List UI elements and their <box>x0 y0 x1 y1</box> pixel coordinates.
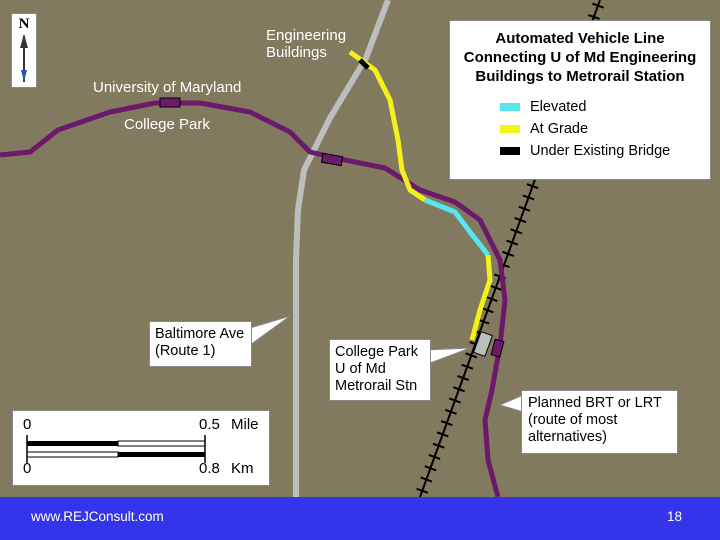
track-tie <box>416 487 429 494</box>
track-tie <box>502 250 515 257</box>
legend-item-elevated: Elevated <box>500 96 700 118</box>
track-tie <box>506 239 519 246</box>
track-tie <box>457 374 470 381</box>
route-1-road <box>293 0 391 497</box>
track-tie <box>591 2 604 9</box>
scale-km-value: 0.8 <box>199 460 220 477</box>
station-callout: College Park U of Md Metrorail Stn <box>329 339 431 401</box>
legend-item-at-grade: At Grade <box>500 118 700 140</box>
under-bridge-swatch <box>500 147 520 155</box>
scale-bar: 0 0.5 Mile 0 0.8 Km <box>12 410 270 486</box>
legend-item-under-bridge: Under Existing Bridge <box>500 140 700 162</box>
page-number: 18 <box>667 509 683 524</box>
route1-callout: Baltimore Ave (Route 1) <box>149 321 252 367</box>
elevated-segment <box>424 197 490 257</box>
brt-callout: Planned BRT or LRT (route of most altern… <box>521 390 678 454</box>
track-tie <box>436 431 449 438</box>
legend-title-line1: Automated Vehicle Line <box>495 30 665 47</box>
track-tie <box>481 307 494 314</box>
footer-bar: www.REJConsult.com 18 <box>0 497 720 540</box>
purple-line <box>0 100 508 498</box>
brt-callout-line2: (route of most <box>528 412 618 428</box>
scale-mile-zero: 0 <box>23 416 32 433</box>
under-bridge-segment <box>358 58 370 70</box>
scale-graphic <box>26 435 206 463</box>
station-callout-line1: College Park <box>335 344 419 360</box>
north-arrow-icon <box>20 34 28 82</box>
track-tie <box>510 228 523 235</box>
at-grade-swatch <box>500 125 520 133</box>
scale-mile-value: 0.5 <box>199 416 220 433</box>
track-tie <box>440 420 453 427</box>
track-tie <box>489 284 502 291</box>
north-label: N <box>18 16 30 32</box>
brt-callout-pointer <box>498 394 524 413</box>
station-callout-line2: U of Md <box>335 361 386 377</box>
scale-km-unit: Km <box>231 460 254 477</box>
track-tie <box>485 296 498 302</box>
track-tie <box>518 205 531 212</box>
legend-title: Automated Vehicle Line Connecting U of M… <box>460 29 700 86</box>
legend: Automated Vehicle Line Connecting U of M… <box>449 20 711 180</box>
elevated-swatch <box>500 103 520 111</box>
track-tie <box>461 363 474 370</box>
track-tie <box>444 408 457 415</box>
engineering-label-line1: Engineering <box>266 27 347 44</box>
route1-callout-line2: (Route 1) <box>155 343 216 359</box>
brt-callout-line3: alternatives) <box>528 429 607 445</box>
track-tie <box>428 453 441 460</box>
at-grade-segment-north <box>348 49 427 203</box>
legend-label-at-grade: At Grade <box>530 120 589 137</box>
brt-callout-line1: Planned BRT or LRT <box>528 395 662 411</box>
track-tie <box>587 13 600 20</box>
station-callout-pointer <box>424 347 471 366</box>
brt-station-marker <box>490 338 505 358</box>
route1-callout-line1: Baltimore Ave <box>155 326 245 342</box>
track-tie <box>514 217 527 223</box>
track-tie <box>526 183 539 190</box>
track-tie <box>432 442 445 449</box>
college-park-marker <box>320 152 344 167</box>
university-station-marker <box>159 97 181 108</box>
scale-km-zero: 0 <box>23 460 32 477</box>
route1-callout-pointer <box>249 315 291 346</box>
legend-title-line2: Connecting U of Md Engineering <box>463 49 697 66</box>
track-tie <box>522 194 535 201</box>
track-tie <box>448 397 461 404</box>
metrorail-station-marker <box>472 330 494 358</box>
track-tie <box>424 465 437 472</box>
engineering-label-line2: Buildings <box>266 44 327 61</box>
legend-label-elevated: Elevated <box>530 98 587 115</box>
at-grade-segment-south <box>469 254 493 341</box>
track-tie <box>453 386 466 393</box>
track-tie <box>420 476 433 483</box>
track-tie <box>465 352 478 359</box>
college-park-label: College Park <box>124 116 210 133</box>
north-arrow: N <box>11 13 37 88</box>
legend-title-line3: Buildings to Metrorail Station <box>475 68 685 85</box>
footer-url[interactable]: www.REJConsult.com <box>31 509 164 524</box>
university-label: University of Maryland <box>93 79 242 96</box>
scale-mile-unit: Mile <box>231 416 259 433</box>
station-callout-line3: Metrorail Stn <box>335 378 418 394</box>
legend-label-under-bridge: Under Existing Bridge <box>530 142 671 159</box>
engineering-label: Engineering Buildings <box>266 27 346 61</box>
